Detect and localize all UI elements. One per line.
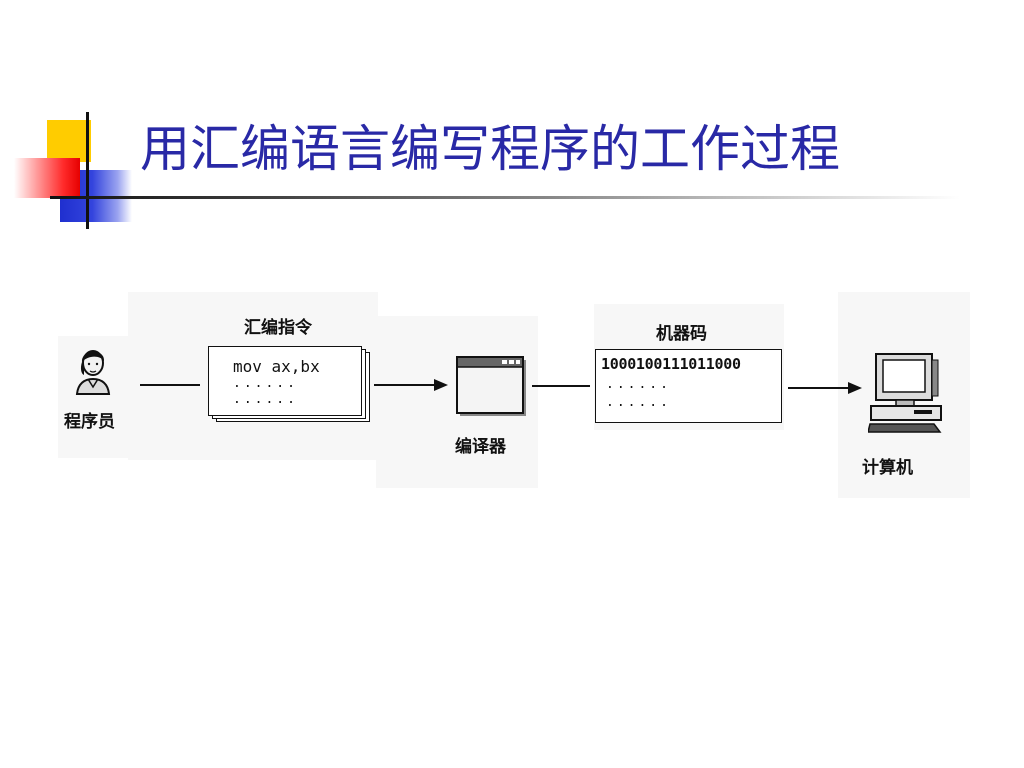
assembly-line-2: ...... (233, 376, 298, 391)
arrow-to-compiler (374, 379, 448, 391)
computer-label: 计算机 (862, 458, 913, 478)
compiler-window-icon (456, 356, 526, 416)
assembly-heading: 汇编指令 (244, 318, 312, 338)
assembly-box: mov ax,bx ...... ...... (208, 346, 362, 416)
workflow-diagram: 程序员 汇编指令 mov ax,bx ...... ...... 编译器 机器码… (58, 286, 970, 498)
connector-line (532, 385, 590, 387)
decorative-yellow-square (47, 120, 91, 162)
programmer-label: 程序员 (64, 412, 115, 432)
assembly-line-3: ...... (233, 392, 298, 407)
machine-code-line-1: 1000100111011000 (601, 355, 741, 373)
machine-code-heading: 机器码 (656, 324, 707, 344)
decorative-vertical-line (86, 112, 89, 229)
compiler-label: 编译器 (455, 437, 506, 457)
title-underline (50, 196, 960, 199)
decorative-red-block (14, 158, 80, 198)
machine-code-line-3: ...... (606, 395, 671, 410)
connector-line (140, 384, 200, 386)
programmer-icon (75, 350, 111, 395)
slide-title: 用汇编语言编写程序的工作过程 (140, 120, 840, 178)
machine-code-line-2: ...... (606, 377, 671, 392)
arrow-to-computer (788, 382, 862, 394)
machine-code-box: 1000100111011000 ...... ...... (595, 349, 782, 423)
assembly-line-1: mov ax,bx (233, 357, 320, 376)
computer-icon (868, 353, 942, 433)
